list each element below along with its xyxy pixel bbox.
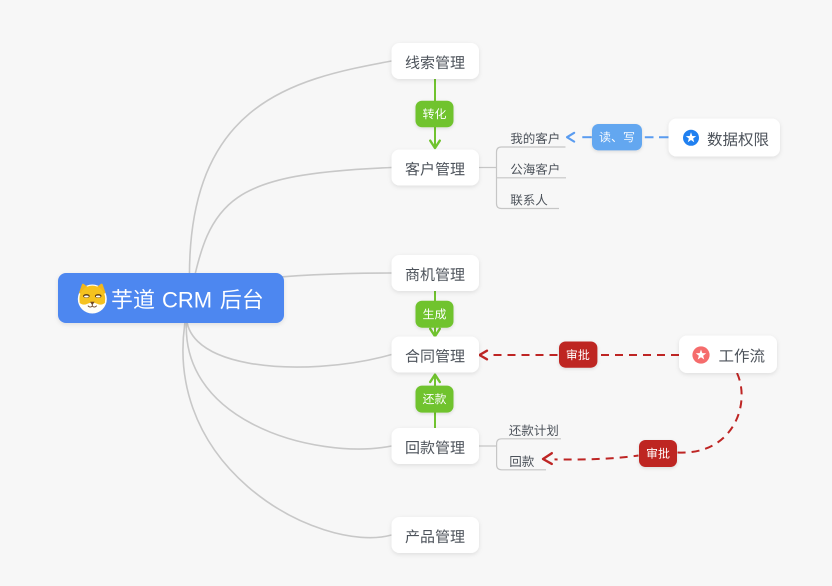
- svg-text:CRM: CRM: [162, 288, 212, 313]
